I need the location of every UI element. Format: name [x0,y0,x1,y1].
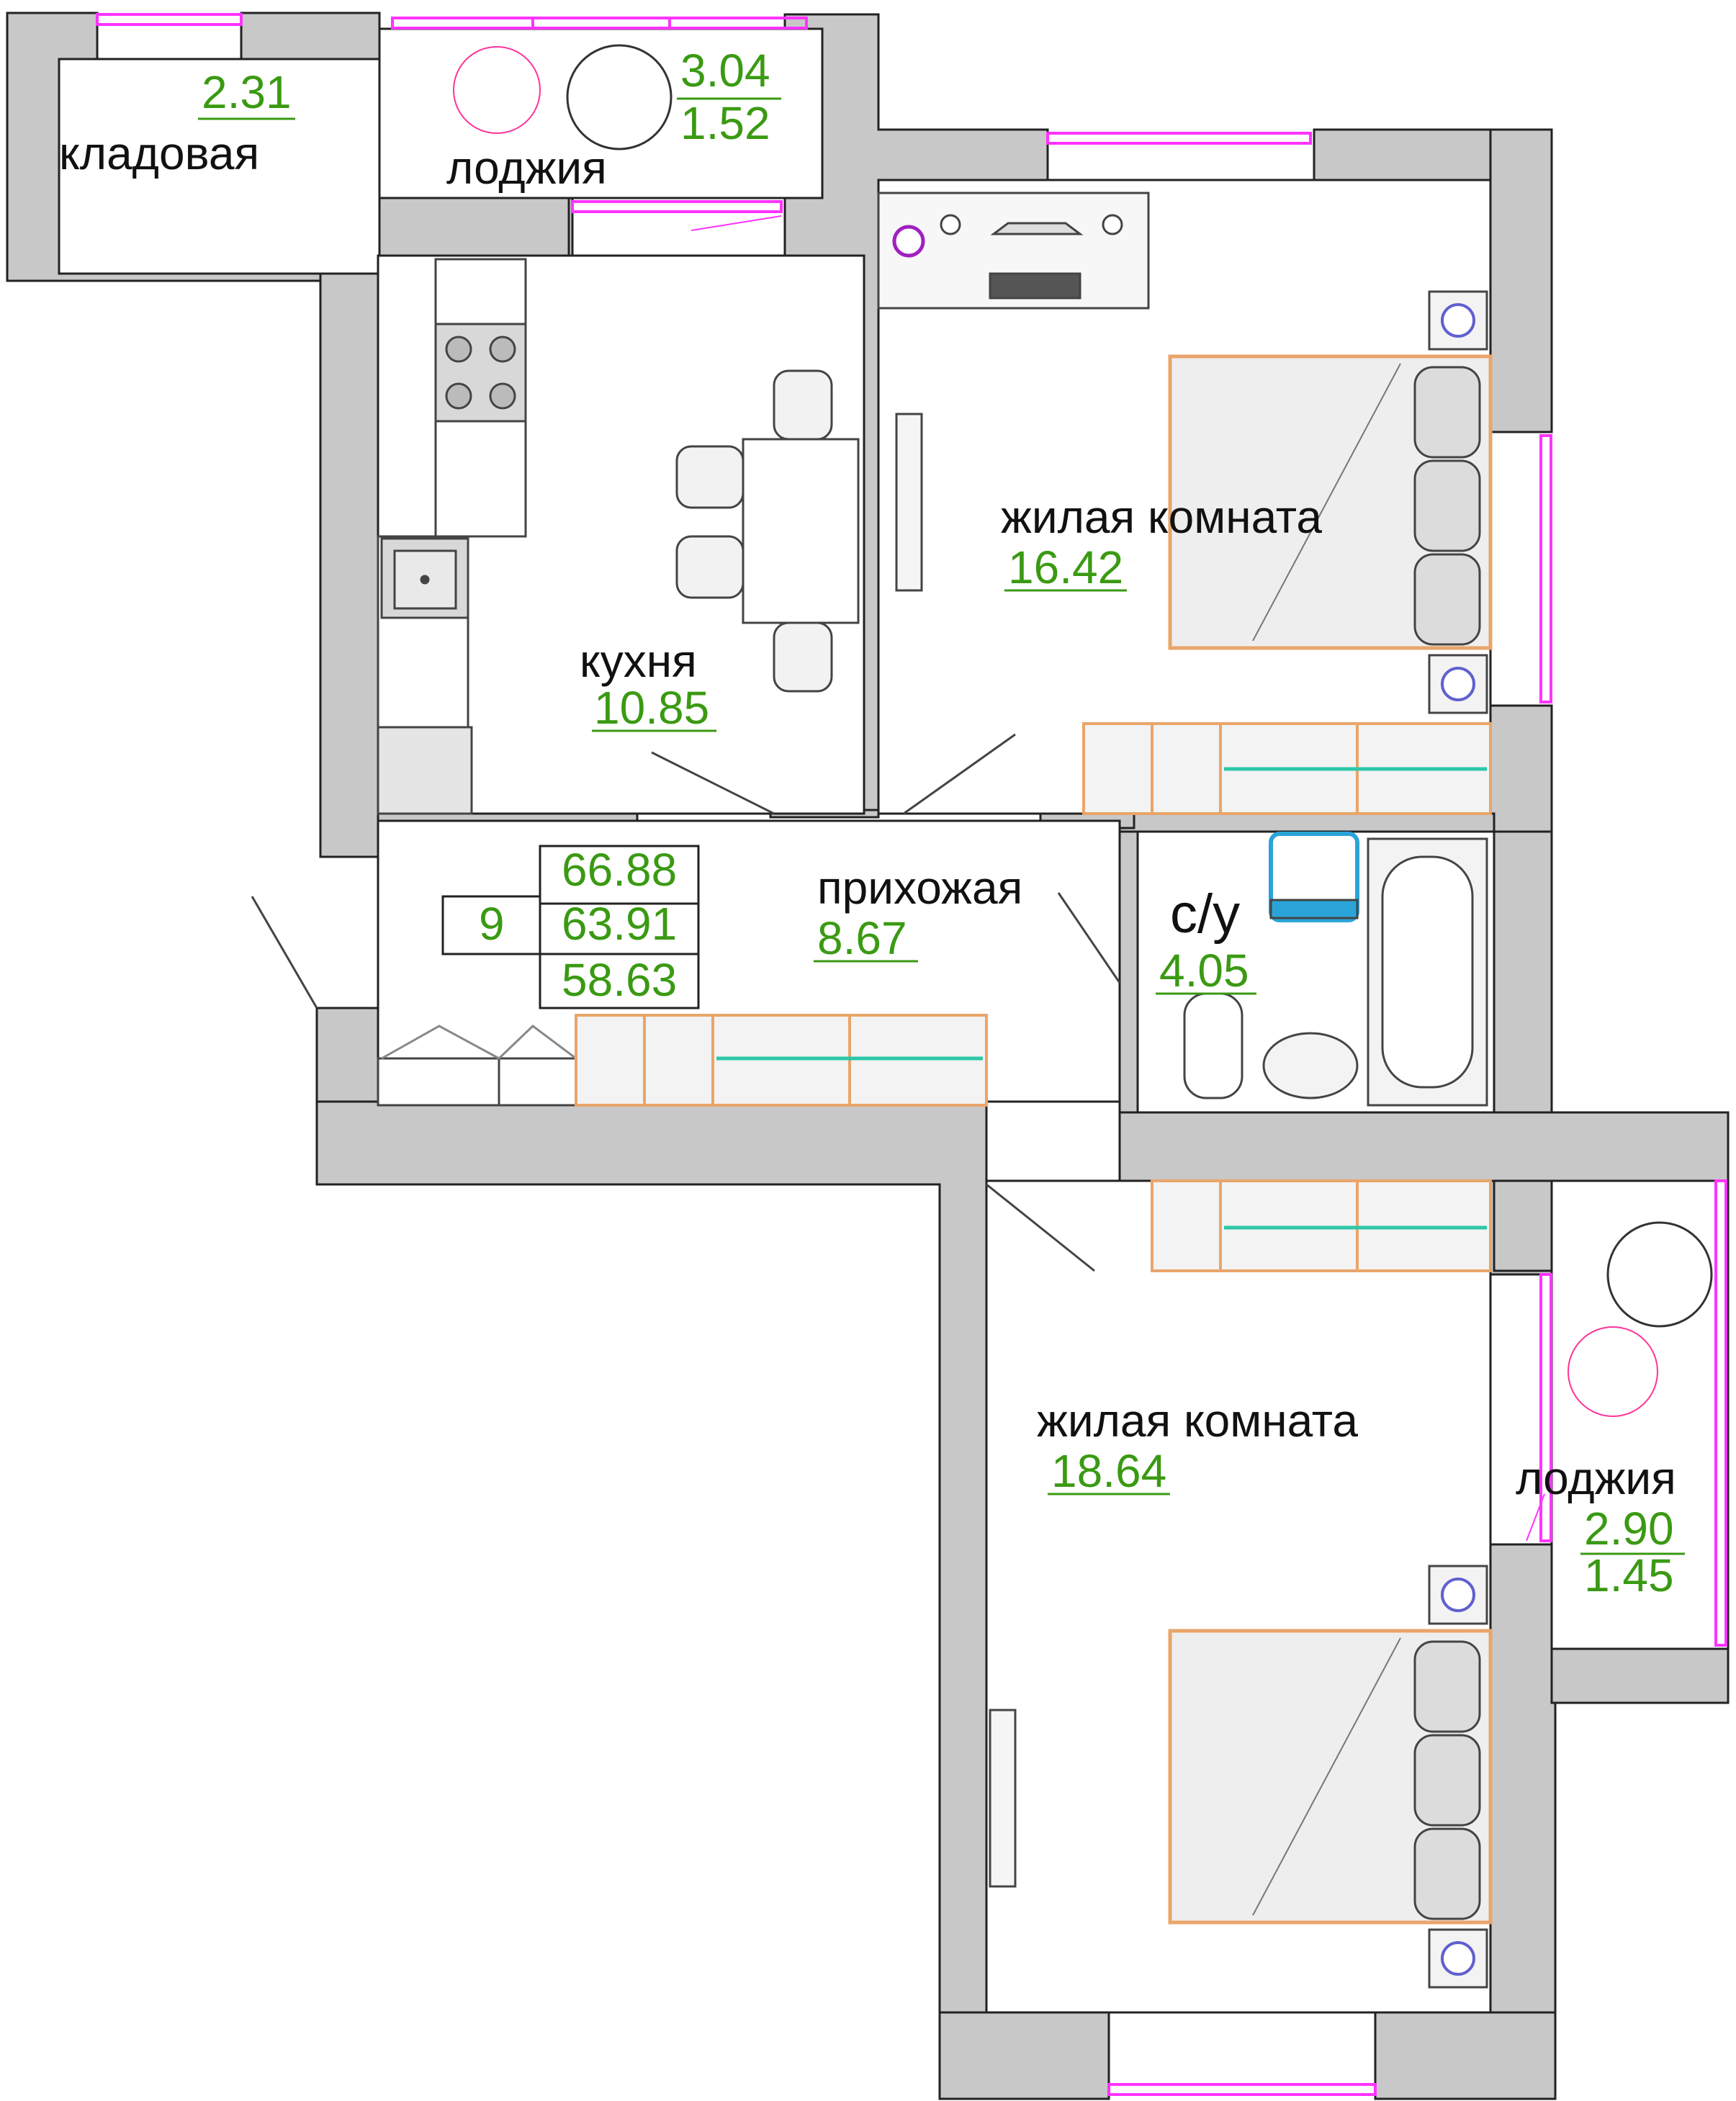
washing-machine-icon [1269,832,1359,922]
wall-bottom-left [938,2011,1110,2100]
room-name-hall: прихожая [817,862,1022,914]
room-name-storage: кладовая [59,127,259,179]
room-area-bedroom-2: 18.64 [1051,1445,1166,1497]
wall-bottom-right [1374,2011,1557,2100]
tv-icon [895,413,923,592]
room-area-loggia-top-total: 3.04 [680,45,770,96]
door-lines [251,733,1121,1272]
bath-sink-icon [1262,1032,1359,1099]
area-underlines [198,97,1685,1555]
room-area-loggia-top-reduced: 1.52 [680,97,770,149]
round-table-icon [566,44,673,150]
pillow-icon [1413,366,1481,646]
summary-area-total: 66.88 [562,844,677,896]
bedroom-2-furniture [989,1179,1493,1989]
room-area-storage: 2.31 [202,66,292,118]
room-name-bathroom: с/у [1170,883,1240,945]
summary-area-coef: 63.91 [562,898,677,950]
window-loggia-right-inner [1539,1273,1552,1542]
window-bedroom-1-top [1046,132,1312,145]
floor-storage [58,58,381,275]
hall-furniture [377,1014,988,1107]
wall-right-lower [1489,1543,1557,2100]
wall-hall-bottom [315,1100,988,2100]
room-area-bedroom-1: 16.42 [1008,541,1123,593]
room-name-loggia-top: лоджия [446,142,607,194]
room-area-hall: 8.67 [817,912,907,964]
room-name-bedroom-1: жилая комната [1001,491,1322,543]
window-loggia-right-outer [1714,1179,1727,1647]
toilet-icon [1183,992,1243,1099]
round-table-icon [1606,1221,1713,1328]
room-area-kitchen: 10.85 [594,682,709,734]
pillow-icon [1413,1640,1481,1920]
summary-area-living: 58.63 [562,954,677,1006]
stove-icon [434,323,527,423]
armchair-icon [1568,1326,1658,1417]
window-loggia-top [391,17,808,30]
wall-bath-bottom [1118,1111,1730,1182]
armchair-icon [453,46,541,134]
wall-storage-top-right [240,12,381,60]
room-name-bedroom-2: жилая комната [1037,1395,1358,1447]
room-name-kitchen: кухня [580,635,697,687]
wall-left-upper [319,179,379,858]
room-area-loggia-right-total: 2.90 [1584,1503,1674,1555]
tv-icon [989,1709,1017,1888]
loggia-furniture [453,44,1713,1417]
window-kitchen [571,200,783,213]
wall-right-upper [1489,128,1553,433]
apartment-number: 9 [479,898,505,950]
dining-table-icon [742,438,860,624]
windows [96,13,1727,2096]
bathroom-furniture [1183,832,1488,1107]
window-bedroom-1-right [1539,434,1552,703]
wall-bath-left [1118,830,1139,1114]
room-area-bathroom: 4.05 [1159,945,1249,996]
room-labels: кладовая 2.31 лоджия 3.04 1.52 кухня 10.… [59,45,1676,1601]
window-storage [96,13,243,26]
room-name-loggia-right: лоджия [1516,1452,1676,1504]
area-summary-table [441,845,700,1009]
room-area-loggia-right-reduced: 1.45 [1584,1549,1674,1601]
window-bedroom-2-bottom [1107,2083,1377,2096]
kitchen-furniture [377,258,860,815]
chair-icon [675,369,833,693]
shoe-cabinet-icon [377,1057,577,1107]
wall-bath-right [1493,830,1553,1272]
bedroom-1-furniture [877,192,1493,815]
wall-loggia-right-bottom [1550,1647,1730,1704]
